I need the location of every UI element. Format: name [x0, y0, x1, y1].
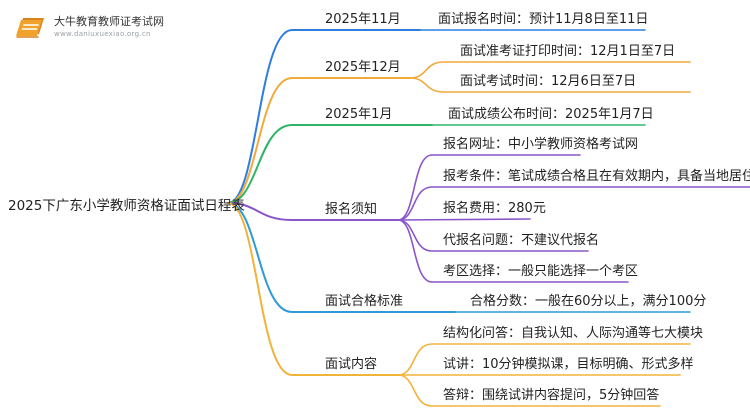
connector-branch-1: [227, 29, 421, 204]
leaf-6-3: 答辩：围绕试讲内容提问，5分钟回答: [443, 388, 660, 403]
logo-title: 大牛教育教师证考试网: [54, 15, 164, 28]
connector-leaf-4-5: [397, 219, 629, 283]
connector-leaf-2-1: [409, 61, 691, 79]
leaf-4-1: 报名网址：中小学教师资格考试网: [443, 137, 639, 152]
connector-branch-4: [227, 202, 399, 221]
leaf-4-2: 报考条件：笔试成绩合格且在有效期内，具备当地居住证: [443, 169, 750, 184]
site-logo: 大牛教育教师证考试网 www.daniuxuexiao.org.cn: [14, 14, 164, 40]
leaf-4-3: 报名费用：280元: [443, 201, 546, 216]
logo-url: www.daniuxuexiao.org.cn: [54, 30, 151, 38]
connector-leaf-4-1: [397, 154, 581, 221]
branch-node-6: 面试内容: [325, 357, 378, 372]
leaf-6-2: 试讲：10分钟模拟课，目标明确、形式多样: [443, 357, 694, 372]
book-icon: [16, 18, 44, 38]
leaf-2-1: 面试准考证打印时间：12月1日至7日: [460, 44, 676, 59]
leaf-3-1: 面试成绩公布时间：2025年1月7日: [448, 107, 654, 122]
connector-branch-3: [227, 124, 433, 204]
root-node: 2025下广东小学教师资格证面试日程表: [8, 198, 245, 214]
connector-leaf-6-3: [397, 374, 661, 407]
connector-leaf-4-3: [397, 218, 531, 221]
branch-node-5: 面试合格标准: [325, 294, 404, 309]
connector-leaf-6-1: [397, 343, 691, 376]
connector-leaf-4-2: [397, 186, 750, 221]
leaf-4-4: 代报名问题：不建议代报名: [443, 233, 600, 248]
leaf-2-2: 面试考试时间：12月6日至7日: [460, 74, 637, 89]
branch-node-4: 报名须知: [325, 202, 378, 217]
connector-leaf-2-2: [409, 77, 691, 93]
leaf-5-1: 合格分数：一般在60分以上，满分100分: [470, 294, 707, 309]
connector-leaf-4-4: [397, 219, 589, 252]
connector-branch-5: [227, 202, 456, 313]
branch-node-3: 2025年1月: [325, 107, 393, 122]
leaf-4-5: 考区选择：一般只能选择一个考区: [443, 264, 639, 279]
branch-node-1: 2025年11月: [325, 12, 401, 27]
connector-branch-6: [227, 202, 399, 376]
leaf-1-1: 面试报名时间：预计11月8日至11日: [438, 12, 649, 27]
branch-node-2: 2025年12月: [325, 60, 401, 75]
connector-branch-2: [227, 77, 411, 204]
leaf-6-1: 结构化问答：自我认知、人际沟通等七大模块: [443, 326, 704, 341]
